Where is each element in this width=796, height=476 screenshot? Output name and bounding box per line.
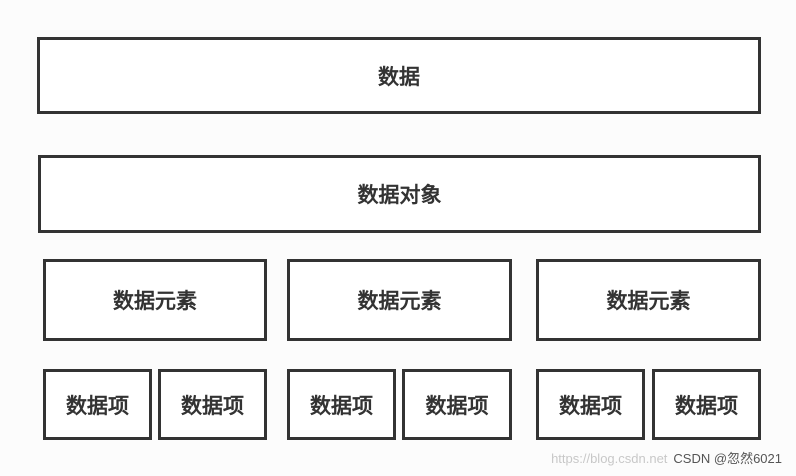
data-item-label: 数据项 <box>559 393 622 418</box>
data-item-label: 数据项 <box>675 393 738 418</box>
data-element-label: 数据元素 <box>113 289 197 313</box>
watermark-author: CSDN @忽然6021 <box>673 451 782 466</box>
data-element-box-3: 数据元素 <box>536 259 761 341</box>
data-item-box-4: 数据项 <box>402 369 512 440</box>
data-item-box-3: 数据项 <box>287 369 396 440</box>
data-item-box-6: 数据项 <box>652 369 761 440</box>
data-box-label: 数据 <box>378 64 420 89</box>
data-element-box-1: 数据元素 <box>43 259 267 341</box>
data-object-box: 数据对象 <box>38 155 761 233</box>
data-item-box-2: 数据项 <box>158 369 267 440</box>
data-element-label: 数据元素 <box>606 289 691 313</box>
data-item-label: 数据项 <box>66 393 129 418</box>
data-box: 数据 <box>37 37 761 114</box>
watermark-url: https://blog.csdn.net <box>551 451 668 466</box>
data-item-label: 数据项 <box>181 393 244 418</box>
data-object-box-label: 数据对象 <box>357 183 442 207</box>
data-element-label: 数据元素 <box>357 289 442 313</box>
data-item-label: 数据项 <box>310 393 373 418</box>
data-item-label: 数据项 <box>425 393 489 418</box>
data-item-box-1: 数据项 <box>43 369 152 440</box>
watermark: https://blog.csdn.net CSDN @忽然6021 <box>551 448 782 467</box>
data-item-box-5: 数据项 <box>536 369 645 440</box>
data-element-box-2: 数据元素 <box>287 259 512 341</box>
